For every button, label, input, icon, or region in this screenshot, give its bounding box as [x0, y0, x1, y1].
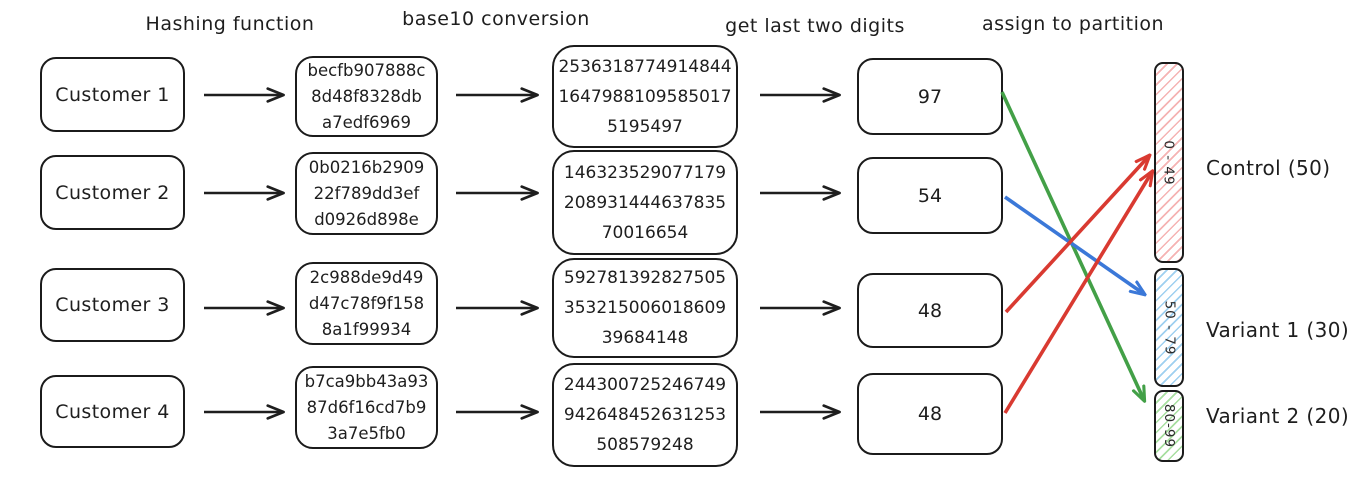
partition-variant-2-range: 80-99 — [1161, 403, 1178, 449]
hash-value-2: 0b0216b2909 22f789dd3ef d0926d898e — [295, 152, 438, 235]
partition-control-range: 0 - 49 — [1161, 139, 1178, 186]
last-two-digits-1: 97 — [857, 58, 1003, 135]
stage-label-assign-to-partition: assign to partition — [981, 13, 1165, 35]
stage-label-hashing-function: Hashing function — [145, 13, 315, 35]
base10-value-4: 244300725246749 942648452631253 50857924… — [552, 363, 738, 467]
partition-variant-2-label: Variant 2 (20) — [1206, 404, 1350, 428]
stage-label-base10-conversion: base10 conversion — [402, 8, 590, 30]
assignment-arrow-customer-3-control — [1004, 156, 1149, 314]
base10-value-3: 592781392827505 353215006018609 39684148 — [552, 258, 738, 358]
customer-2-box: Customer 2 — [40, 155, 185, 230]
partition-variant-1: 50 - 79 — [1154, 268, 1184, 387]
partition-variant-2: 80-99 — [1154, 390, 1184, 462]
partition-control: 0 - 49 — [1154, 62, 1184, 263]
hash-value-3: 2c988de9d49 d47c78f9f158 8a1f99934 — [295, 262, 438, 345]
customer-1-box: Customer 1 — [40, 57, 185, 132]
last-two-digits-3: 48 — [857, 273, 1003, 348]
last-two-digits-4: 48 — [857, 373, 1003, 455]
base10-value-1: 2536318774914844 1647988109585017 519549… — [552, 45, 738, 148]
last-two-digits-2: 54 — [857, 157, 1003, 234]
customer-4-box: Customer 4 — [40, 375, 185, 448]
hash-value-4: b7ca9bb43a93 87d6f16cd7b9 3a7e5fb0 — [295, 366, 438, 449]
base10-value-2: 146323529077179 208931444637835 70016654 — [552, 150, 738, 255]
stage-label-get-last-two-digits: get last two digits — [725, 15, 905, 37]
customer-3-box: Customer 3 — [40, 268, 185, 342]
partition-variant-1-range: 50 - 79 — [1161, 300, 1177, 355]
assignment-arrow-customer-1-variant-2 — [1000, 91, 1144, 400]
hash-value-1: becfb907888c 8d48f8328db a7edf6969 — [295, 56, 438, 137]
partition-variant-1-label: Variant 1 (30) — [1206, 318, 1350, 342]
assignment-arrow-customer-4-control — [1003, 172, 1152, 414]
partition-control-label: Control (50) — [1206, 156, 1331, 180]
assignment-arrow-customer-2-variant-1 — [1003, 195, 1144, 294]
